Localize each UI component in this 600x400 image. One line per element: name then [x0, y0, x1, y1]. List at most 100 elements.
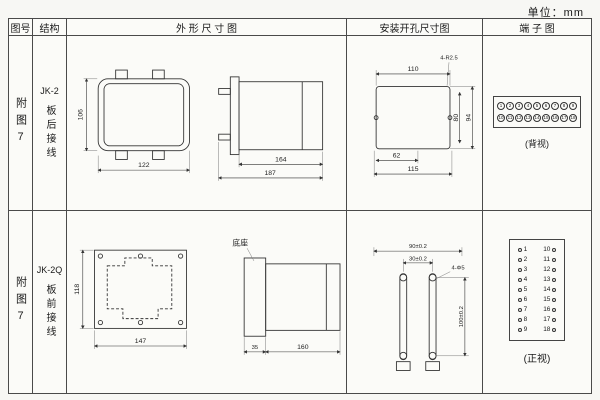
terminal-item: 8: [517, 315, 528, 324]
row2-figure-cell: 附图7: [9, 211, 33, 393]
terminal-dot-icon: [517, 248, 522, 252]
terminal-number: 14: [543, 285, 551, 293]
header-install: 安装开孔尺寸图: [347, 19, 483, 36]
terminal-number: 18: [543, 325, 551, 333]
terminal-item: 1: [517, 245, 528, 254]
terminal-item: 2: [517, 255, 528, 264]
terminal-dot-icon: [552, 308, 557, 312]
terminal-circle: 12: [515, 114, 523, 122]
row1-install-drawing: 110 4-R2.5 80 94 62 115: [373, 55, 475, 177]
row1-model-label: JK-2: [40, 85, 59, 96]
relay-side-view: [217, 75, 323, 155]
dimension-lines: [372, 249, 467, 357]
unit-label: 单位：mm: [527, 7, 584, 19]
terminal-circle: 5: [533, 102, 541, 110]
terminal-number: 9: [523, 325, 528, 333]
terminal-caption-front: (正视): [523, 354, 551, 365]
terminal-number: 5: [523, 285, 528, 293]
terminal-dot-icon: [517, 328, 522, 332]
terminal-circle: 2: [506, 102, 514, 110]
header-outline: 外 形 尺 寸 图: [67, 19, 347, 36]
terminal-number: 2: [523, 255, 528, 263]
dim-side-total: 187: [264, 169, 276, 176]
terminal-item: 9: [517, 325, 528, 334]
terminal-circle: 9: [569, 102, 577, 110]
row2-install-cell: 90±0.2 30±0.2 4-Φ5 100±0.2: [347, 211, 483, 393]
terminal-item: 5: [517, 285, 528, 294]
terminal-dot-icon: [552, 278, 557, 282]
terminal-number: 16: [543, 305, 551, 313]
terminal-circle: 7: [551, 102, 559, 110]
row2-figure-label: 附图7: [14, 276, 27, 328]
terminal-circle: 18: [569, 114, 577, 122]
dimension-lines: [80, 249, 341, 354]
corner-radius-note: 4-R2.5: [440, 55, 457, 61]
dim-full-width: 115: [407, 166, 418, 173]
terminal-circle: 3: [515, 102, 523, 110]
dim-half-width: 62: [392, 152, 400, 159]
terminal-circle: 14: [533, 114, 541, 122]
terminal-circle: 15: [542, 114, 550, 122]
terminal-dot-icon: [552, 288, 557, 292]
terminal-circle: 11: [506, 114, 514, 122]
terminal-item: 17: [543, 315, 557, 324]
terminal-number: 11: [543, 255, 550, 263]
dim-span-inner: 30±0.2: [408, 256, 426, 262]
terminal-number: 1: [523, 245, 528, 253]
dim-front-height: 106: [77, 108, 84, 120]
dim-span-outer: 90±0.2: [408, 244, 426, 250]
terminal-dot-icon: [517, 278, 522, 282]
terminal-circle: 17: [560, 114, 568, 122]
terminal-item: 12: [543, 265, 557, 274]
terminal-number: 13: [543, 275, 551, 283]
terminal-circle: 4: [524, 102, 532, 110]
dimension-lines: [373, 71, 474, 176]
extension-lines: [373, 61, 475, 177]
terminal-item: 7: [517, 306, 527, 314]
terminal-circle: 10: [497, 114, 505, 122]
row2-outline-cell: 118 147 底座 35 160: [67, 211, 347, 393]
row1-wiring-label: 板后接线: [44, 104, 55, 161]
mounting-slots: [395, 273, 440, 371]
terminal-dot-icon: [552, 298, 557, 302]
row1-figure-label: 附图7: [14, 97, 27, 149]
terminal-item: 11: [543, 256, 556, 264]
row1-figure-cell: 附图7: [9, 36, 33, 211]
terminal-circle: 6: [542, 102, 550, 110]
terminal-dot-icon: [517, 318, 522, 322]
terminal-item: 18: [543, 325, 557, 334]
dim-side-depth: 164: [275, 156, 287, 163]
terminal-dot-icon: [517, 258, 522, 262]
terminal-dot-icon: [517, 288, 522, 292]
terminal-item: 10: [543, 245, 557, 254]
row2-install-drawing: 90±0.2 30±0.2 4-Φ5 100±0.2: [372, 244, 469, 371]
dim-front-width: 147: [134, 338, 146, 345]
terminal-item: 4: [517, 275, 528, 284]
header-structure: 结构: [33, 19, 67, 36]
terminal-number: 10: [543, 245, 551, 253]
dim-cutout-width: 110: [407, 66, 418, 73]
terminal-circle: 13: [524, 114, 532, 122]
dim-slot-height: 100±0.2: [458, 306, 464, 327]
dim-front-width: 122: [138, 162, 150, 169]
terminal-number: 4: [523, 275, 528, 283]
terminal-caption-rear: (背视): [525, 139, 549, 149]
hole-note: 4-Φ5: [451, 266, 465, 272]
row2-wiring-label: 板前接线: [44, 283, 55, 340]
terminal-number: 8: [523, 315, 528, 323]
terminal-item: 13: [543, 275, 557, 284]
terminal-item: 15: [543, 296, 557, 304]
terminal-dot-icon: [517, 308, 522, 312]
terminal-number: 17: [543, 315, 551, 323]
terminal-circle: 8: [560, 102, 568, 110]
panel-cutout: [373, 85, 452, 149]
terminal-number: 12: [543, 265, 551, 273]
row1-install-cell: 110 4-R2.5 80 94 62 115: [347, 36, 483, 211]
